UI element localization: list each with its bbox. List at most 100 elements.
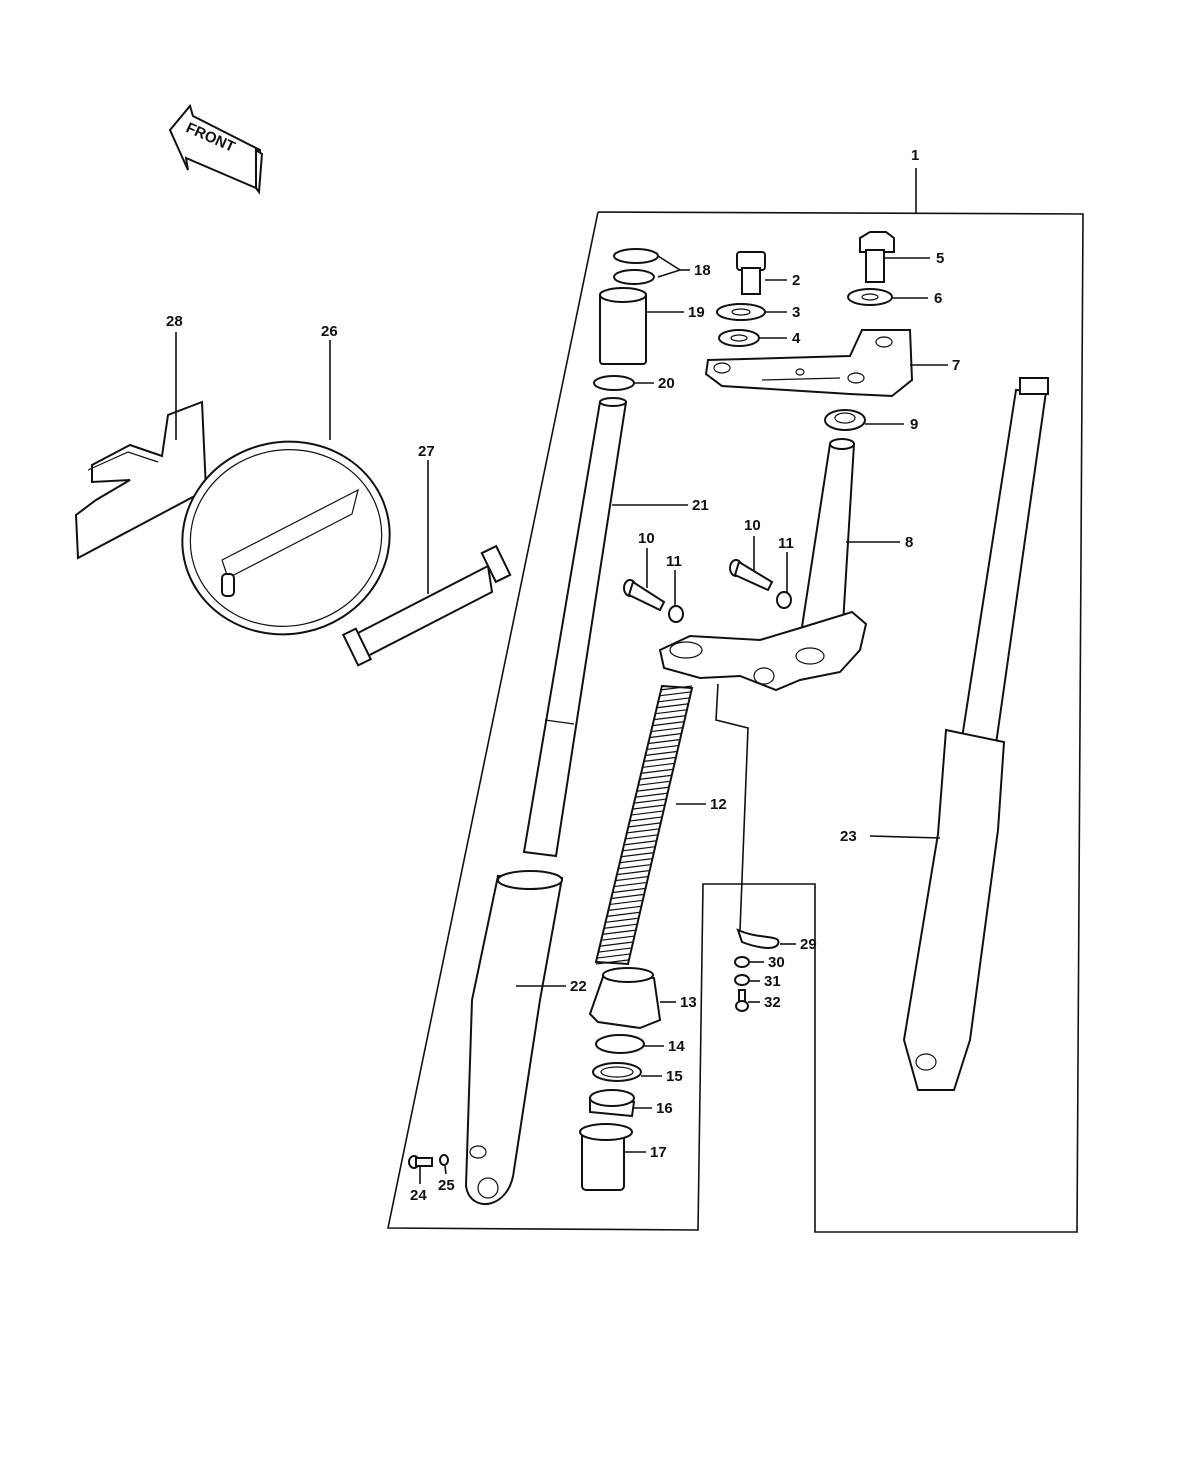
spring-coil [654,709,687,715]
part-label-24: 24 [410,1187,427,1204]
part-label-32: 32 [764,994,781,1011]
spring-coil [634,792,668,798]
washer-11a [668,570,684,623]
spring-coil [646,744,679,751]
spring-coil [616,870,649,876]
ring-15 [592,1062,662,1082]
part-label-12: 12 [710,796,727,813]
part-label-26: 26 [321,323,338,340]
inner-tube-21 [522,397,688,858]
bolt-10a [623,548,666,612]
spring-coil [597,953,630,959]
part-label-30: 30 [768,954,785,971]
part-label-11a: 11 [666,553,682,570]
spring-coil [633,798,666,804]
spring-coil [639,774,672,780]
spring-coil [601,935,634,941]
part-label-6: 6 [934,290,942,307]
spring-coil [630,810,663,816]
spring-coil [652,715,686,721]
spring-coil [598,947,631,953]
part-label-16: 16 [656,1100,673,1117]
ring-14 [595,1034,664,1054]
spring-coil [622,846,655,852]
spring-coil [657,697,690,703]
part-label-29: 29 [800,936,817,953]
part-label-10b: 10 [744,517,761,534]
spring-coil [636,786,669,792]
spring-coil [609,899,642,906]
bolt-5 [859,231,930,283]
spring-coil [658,691,691,697]
washer-6 [847,288,928,306]
spring-coil [607,911,640,917]
part-label-28: 28 [166,313,183,330]
spring-coil [602,929,636,935]
spring-coil [626,828,659,834]
part-label-25: 25 [438,1177,455,1194]
washer-31 [734,974,760,986]
fork-cap-19 [599,287,684,365]
bracket-7 [704,329,948,398]
part-label-5: 5 [936,250,944,267]
washer-3 [716,303,787,321]
part-label-15: 15 [666,1068,683,1085]
o-ring-18 [613,248,690,285]
spring-coil [632,804,665,810]
spring-coil [623,840,656,846]
spring-coil [629,816,662,822]
spring-coil [618,864,651,870]
spring-coil [648,733,681,739]
spring-coil [647,739,680,745]
part-label-9: 9 [910,416,918,433]
part-label-11b: 11 [778,535,794,552]
spring-coil [612,887,645,894]
emblem-26 [181,340,391,636]
washer-25 [439,1154,449,1175]
washer-30 [734,956,764,968]
part-label-14: 14 [668,1038,685,1055]
spring-coil [619,858,652,864]
piston-13 [588,967,676,1030]
spring-coil [627,822,661,828]
spring-coil [643,756,676,763]
spring-coil [659,685,693,691]
part-label-19: 19 [688,304,705,321]
spring-coil [595,959,629,965]
part-label-8: 8 [905,534,913,551]
part-labels: 1 2 3 4 5 6 7 8 9 10 10 11 11 12 13 14 1… [166,147,960,1204]
part-label-23: 23 [840,828,857,845]
washer-11b [776,552,792,609]
spring-coil [605,917,638,923]
front-arrow: FRONT [168,103,264,195]
part-label-22: 22 [570,978,587,995]
part-label-21: 21 [692,497,709,514]
part-label-10a: 10 [638,530,655,547]
bushing-9 [824,409,904,431]
ring-20 [593,375,654,391]
wire-line [715,683,749,931]
part-label-31: 31 [764,973,781,990]
steering-stem-8 [798,438,900,641]
part-label-18: 18 [694,262,711,279]
part-label-7: 7 [952,357,960,374]
outer-leg-22 [464,870,566,1205]
spring-coil [614,881,647,888]
decal-28 [74,332,208,560]
bolt-2 [736,251,787,295]
fork-leg-23 [869,377,1049,1091]
spring-coil [655,703,688,709]
spring-12 [594,684,706,966]
part-label-4: 4 [792,330,801,347]
screw-32 [735,989,760,1012]
part-label-3: 3 [792,304,800,321]
clamp-29 [736,928,796,949]
spring-coil [640,768,673,774]
bolt-24 [408,1155,433,1184]
spring-coil [608,905,641,911]
strap-27 [341,460,512,667]
lower-bracket [658,610,868,692]
part-label-17: 17 [650,1144,667,1161]
spring-coil [641,762,674,769]
